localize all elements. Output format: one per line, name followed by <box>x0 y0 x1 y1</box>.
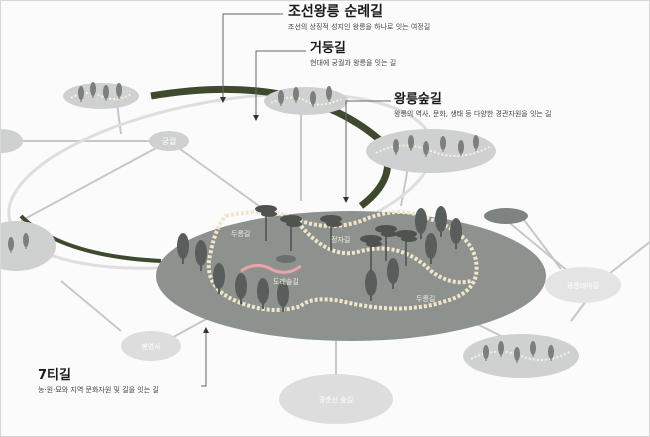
forest-label-dulle-right: 두릉길 <box>416 295 435 303</box>
node-palace-label: 궁궐 <box>162 137 177 146</box>
callout-royal-tomb-circuit: 조선왕릉 순례길 조선의 상징적 성지인 왕릉을 하나로 잇는 여정길 <box>288 4 431 32</box>
node-temple: 봉영사 <box>121 331 181 361</box>
island-right-top <box>366 129 496 173</box>
callout-geodung-title: 거둥길 <box>310 41 346 56</box>
node-right-label: 광릉테마길 <box>567 281 599 290</box>
callout-royal-tomb-circuit-title: 조선왕릉 순례길 <box>288 4 384 20</box>
node-right: 광릉테마길 <box>545 267 621 303</box>
stream-path <box>240 264 302 274</box>
node-bottom-label: 경춘선 숲길 <box>319 395 353 404</box>
island-top-center <box>264 86 348 115</box>
callout-outer-path-desc: 능·원·묘와 지역 문화자원 및 길을 잇는 길 <box>38 386 159 395</box>
main-circuit-highlight <box>150 85 392 209</box>
node-temple-label: 봉영사 <box>141 342 161 351</box>
callout-royal-tomb-circuit-desc: 조선의 상징적 성지인 왕릉을 하나로 잇는 여정길 <box>288 23 431 32</box>
island-left-mid <box>1 129 23 153</box>
callout-leaders <box>201 13 391 387</box>
callout-geodung: 거둥길 현대에 궁궐과 왕릉을 잇는 길 <box>310 41 397 68</box>
callout-forest-path: 왕릉숲길 왕릉의 역사, 문화, 생태 등 다양한 경관자원을 잇는 길 <box>394 92 552 119</box>
callout-outer-path-title: 7티길 <box>38 368 71 383</box>
forest-label-dulle-top: 두릉길 <box>231 230 250 238</box>
callout-forest-path-title: 왕릉숲길 <box>394 92 442 107</box>
node-bottom: 경춘선 숲길 <box>279 374 393 424</box>
small-dark-node <box>484 208 528 224</box>
forest-trail <box>206 210 479 312</box>
forest-label-stream: 도래솔길 <box>273 277 299 286</box>
callout-forest-path-desc: 왕릉의 역사, 문화, 생태 등 다양한 경관자원을 잇는 길 <box>394 110 552 119</box>
node-palace: 궁궐 <box>149 131 189 151</box>
callout-outer-path: 7티길 능·원·묘와 지역 문화자원 및 길을 잇는 길 <box>38 368 159 395</box>
island-top-left <box>63 82 139 109</box>
island-left-lower <box>1 221 56 271</box>
forest-label-center: 정자길 <box>331 235 350 244</box>
callout-geodung-desc: 현대에 궁궐과 왕릉을 잇는 길 <box>310 59 397 68</box>
forest-park: 두릉길 정자길 두릉길 도래솔길 <box>156 205 546 341</box>
island-bottom-right <box>463 334 579 378</box>
